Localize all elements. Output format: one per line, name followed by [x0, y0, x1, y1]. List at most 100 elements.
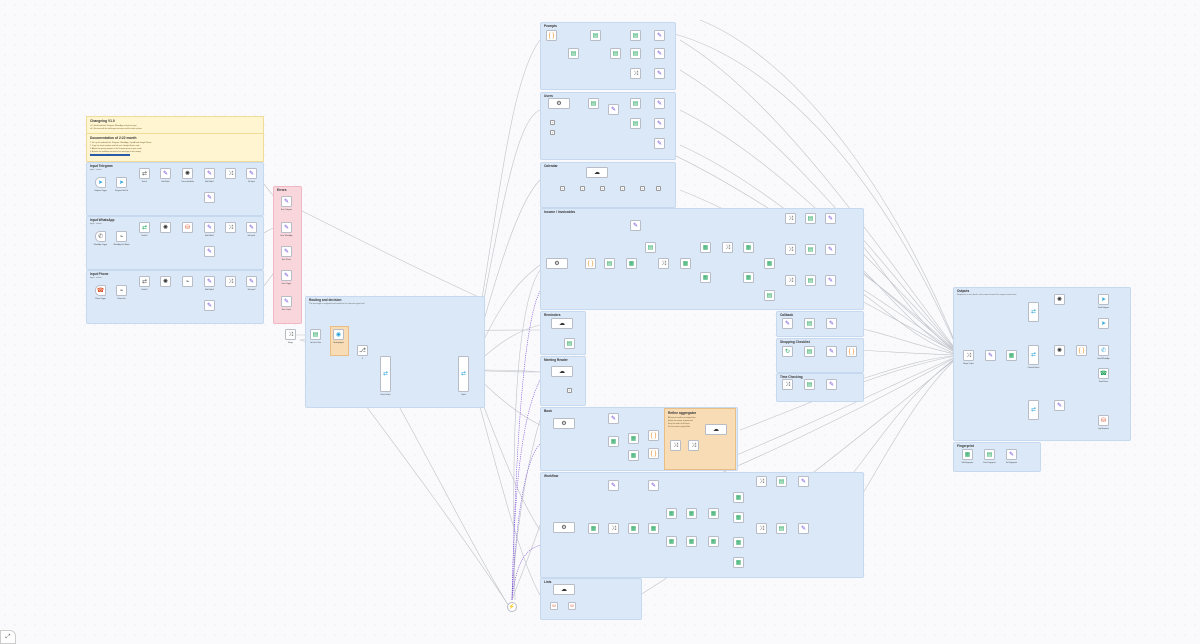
- group-input-whatsapp[interactable]: Input WhatsApp input · action: [86, 216, 264, 270]
- google-sheets-node[interactable]: ▤: [588, 98, 599, 109]
- edit-fields-node[interactable]: ✎: [798, 523, 809, 534]
- merge-node[interactable]: ⤨: [722, 242, 733, 253]
- whatsapp-get-node[interactable]: ⌁WhatsApp Get Media: [113, 231, 130, 246]
- google-sheets-node[interactable]: ▤: [630, 98, 641, 109]
- merge-node[interactable]: ⤨: [756, 476, 767, 487]
- edit-fields-node[interactable]: ✎: [654, 68, 665, 79]
- error-node[interactable]: ✎Error Phone: [281, 246, 292, 261]
- merge-output-node[interactable]: ⤨Merge Output: [963, 350, 974, 365]
- code-node[interactable]: { }: [585, 258, 596, 269]
- ai-node[interactable]: ✺: [160, 276, 171, 287]
- google-sheets-node[interactable]: ▤: [590, 30, 601, 41]
- google-sheets-node[interactable]: ▤: [630, 30, 641, 41]
- merge-node[interactable]: ⤨: [658, 258, 669, 269]
- doc-link[interactable]: Step-by-step video: click here: [90, 154, 130, 156]
- aggregate-agent-node[interactable]: ☁: [705, 424, 727, 435]
- channel-switch-node[interactable]: ⇄: [1028, 302, 1039, 322]
- reminder-agent-node[interactable]: ☁: [551, 318, 573, 329]
- merge-node[interactable]: ⤨: [608, 523, 619, 534]
- add-memory-button[interactable]: +: [550, 130, 555, 135]
- switch-node[interactable]: ⇄Switch: [139, 168, 150, 183]
- edit-fields-node[interactable]: ✎: [825, 213, 836, 224]
- edit-fields-node[interactable]: ✎: [654, 30, 665, 41]
- google-sheets-node[interactable]: ▤: [804, 379, 815, 390]
- spreadsheet-node[interactable]: ▦: [626, 258, 637, 269]
- merge-node[interactable]: ⤨: [225, 168, 236, 179]
- google-sheets-node[interactable]: ▤: [805, 275, 816, 286]
- tool-node[interactable]: ⛁: [550, 602, 558, 610]
- spreadsheet-node[interactable]: ▦: [700, 242, 711, 253]
- route-switch-node[interactable]: ⇄Route Switch: [380, 356, 391, 396]
- edit-fields-node[interactable]: ✎Edit Fields3: [204, 276, 215, 291]
- edit-fields-node[interactable]: ✎: [608, 104, 619, 115]
- edit-fields-node[interactable]: ✎: [798, 476, 809, 487]
- ai-node[interactable]: ✺: [160, 222, 171, 233]
- edit-fields-node[interactable]: ✎: [826, 318, 837, 329]
- spreadsheet-node[interactable]: ▦: [666, 536, 677, 547]
- changelog-note[interactable]: Changelog V1.0 v1.0 Initial build with T…: [86, 116, 264, 134]
- spreadsheet-node[interactable]: ▦: [686, 536, 697, 547]
- edit-fields-node[interactable]: ✎Edit Fields1: [204, 168, 215, 183]
- google-sheets-node[interactable]: ▤: [604, 258, 615, 269]
- edit-fields-node[interactable]: ✎: [826, 346, 837, 357]
- error-node[interactable]: ✎Error Output: [281, 296, 292, 311]
- send-telegram-node[interactable]: ➤Send Telegram: [1098, 294, 1109, 309]
- edit-fields-node[interactable]: ✎: [608, 413, 619, 424]
- code-node[interactable]: { }: [546, 30, 557, 41]
- aggregator-note[interactable]: Refine aggregator All branch results are…: [664, 408, 736, 470]
- set-input-node[interactable]: ✎Set Input: [246, 168, 257, 183]
- spreadsheet-node[interactable]: ▦: [686, 508, 697, 519]
- tool-slot[interactable]: +: [620, 186, 625, 191]
- merge-node[interactable]: ⤨: [756, 523, 767, 534]
- http-request-node[interactable]: ↻: [782, 346, 793, 357]
- spreadsheet-node[interactable]: ▦: [680, 258, 691, 269]
- phone-get-node[interactable]: ⌁Phone Get: [116, 285, 127, 300]
- spreadsheet-node[interactable]: ▦: [733, 557, 744, 568]
- group-input-phone[interactable]: Input Phone input · action: [86, 270, 264, 324]
- google-sheets-node[interactable]: ▤: [568, 48, 579, 59]
- spreadsheet-node[interactable]: ▦: [733, 537, 744, 548]
- edit-fields-node[interactable]: ✎: [654, 138, 665, 149]
- google-sheets-node[interactable]: ▤: [804, 318, 815, 329]
- tool-node[interactable]: ⛁: [568, 602, 576, 610]
- code-node[interactable]: { }: [648, 430, 659, 441]
- google-sheets-node[interactable]: ▤: [804, 346, 815, 357]
- lists-agent-node[interactable]: ☁: [553, 584, 575, 595]
- group-prompts[interactable]: Prompts: [540, 22, 676, 90]
- ai-transcribe-node[interactable]: ✺Transcribe Audio: [181, 168, 194, 183]
- fingerprint-set-node[interactable]: ✎Set Fingerprint: [1006, 449, 1017, 464]
- google-sheets-node[interactable]: ▤: [776, 476, 787, 487]
- google-sheets-node[interactable]: ▤: [564, 338, 575, 349]
- merge-node[interactable]: ⤨: [785, 275, 796, 286]
- log-response-node[interactable]: ⛁Log Response: [1098, 415, 1109, 430]
- error-node[interactable]: ✎Error Telegram: [281, 196, 292, 211]
- merge-node[interactable]: ⤨: [782, 379, 793, 390]
- invoice-agent-node[interactable]: ⚙: [546, 258, 568, 269]
- spreadsheet-node[interactable]: ▦: [628, 523, 639, 534]
- edit-fields-node[interactable]: ✎: [204, 192, 215, 203]
- spreadsheet-node[interactable]: ▦: [743, 272, 754, 283]
- google-sheets-node[interactable]: ▤: [764, 290, 775, 301]
- meeting-agent-node[interactable]: ☁: [551, 366, 573, 377]
- google-sheets-node[interactable]: ▤: [805, 244, 816, 255]
- spreadsheet-node[interactable]: ▦: [700, 272, 711, 283]
- group-input-telegram[interactable]: Input Telegram input · action: [86, 162, 264, 216]
- spreadsheet-node[interactable]: ▦: [708, 536, 719, 547]
- group-meeting-reader[interactable]: Meeting Reader: [540, 356, 586, 406]
- merge-node[interactable]: ⤨: [785, 244, 796, 255]
- edit-fields-node[interactable]: ✎: [985, 350, 996, 361]
- code-node[interactable]: { }: [846, 346, 857, 357]
- group-fingerprint[interactable]: Fingerprint: [953, 442, 1041, 472]
- google-sheets-node[interactable]: ▤: [630, 48, 641, 59]
- merge-node[interactable]: ⤨: [670, 440, 681, 451]
- add-model-button[interactable]: +: [550, 120, 555, 125]
- send-whatsapp-node[interactable]: ✆Send WhatsApp: [1097, 345, 1110, 360]
- edit-fields-node[interactable]: ✎: [654, 98, 665, 109]
- set-input-node[interactable]: ✎Set Input2: [246, 276, 257, 291]
- google-sheets-node[interactable]: ▤: [630, 118, 641, 129]
- http-node[interactable]: ⛁: [182, 222, 193, 233]
- spreadsheet-node[interactable]: ▦: [628, 433, 639, 444]
- spreadsheet-node[interactable]: ▦: [743, 242, 754, 253]
- send-telegram-node[interactable]: ➤: [1098, 318, 1109, 329]
